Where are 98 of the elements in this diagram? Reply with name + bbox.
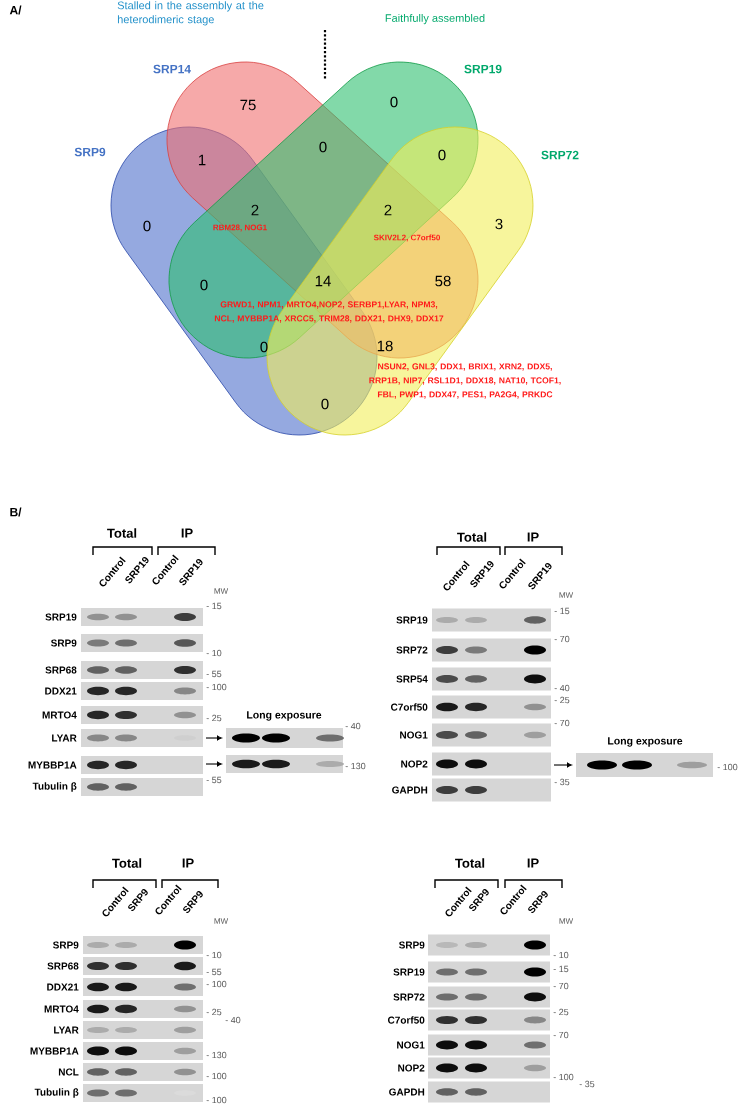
size-marker: - 15	[206, 602, 222, 610]
size-marker: - 10	[206, 649, 222, 657]
group-header: Total	[112, 858, 142, 868]
size-marker: - 55	[206, 968, 222, 976]
size-marker: - 40	[225, 1016, 241, 1024]
size-marker: - 100	[717, 763, 738, 771]
protein-label: SRP9	[52, 941, 79, 949]
protein-label: Tubulin β	[32, 782, 77, 792]
protein-label: C7orf50	[390, 703, 428, 711]
size-marker: - 25	[206, 714, 222, 722]
gene-list: SKIV2L2, C7orf50	[373, 234, 440, 242]
group-label: Stalled in the assembly at the heterodimeric stage	[117, 1, 264, 26]
gene-list: RBM28, NOG1	[213, 224, 267, 232]
protein-label: SRP54	[396, 675, 428, 683]
size-marker: - 10	[206, 951, 222, 959]
group-header: IP	[182, 858, 194, 868]
protein-label: SRP9	[398, 941, 425, 949]
count-label: 18	[377, 340, 393, 352]
size-marker: - 130	[206, 1051, 227, 1059]
group-label: Faithfully assembled	[385, 13, 485, 25]
size-marker: - 35	[579, 1080, 595, 1088]
size-marker: - 100	[206, 980, 227, 988]
size-marker: - 40	[554, 684, 570, 692]
size-marker: - 55	[206, 776, 222, 784]
size-marker: - 25	[553, 1008, 569, 1016]
count-label: 2	[384, 204, 392, 216]
size-marker: - 70	[553, 982, 569, 990]
protein-label: SRP72	[396, 646, 428, 654]
count-label: 0	[321, 398, 329, 410]
protein-label: SRP19	[393, 968, 425, 976]
size-marker: - 100	[553, 1073, 574, 1081]
mw-label: MW	[214, 588, 229, 594]
group-header: IP	[527, 858, 539, 868]
count-label: 1	[198, 154, 206, 166]
protein-label: MRTO4	[42, 711, 77, 719]
protein-label: SRP68	[47, 962, 79, 970]
protein-label: GAPDH	[389, 1088, 425, 1096]
size-marker: - 100	[206, 1072, 227, 1080]
group-header: IP	[181, 528, 193, 538]
size-marker: - 35	[554, 778, 570, 786]
protein-label: MYBBP1A	[30, 1047, 79, 1055]
size-marker: - 10	[553, 951, 569, 959]
exposure-label: Long exposure	[608, 737, 683, 747]
group-header: Total	[107, 528, 137, 538]
protein-label: Tubulin β	[34, 1088, 79, 1098]
count-label: 0	[200, 279, 208, 291]
size-marker: - 40	[345, 722, 361, 730]
size-marker: - 15	[553, 965, 569, 973]
protein-label: SRP68	[45, 666, 77, 674]
protein-label: C7orf50	[387, 1016, 425, 1024]
count-label: 58	[435, 275, 451, 287]
size-marker: - 55	[206, 670, 222, 678]
exposure-label: Long exposure	[247, 711, 322, 721]
protein-label: MYBBP1A	[28, 761, 77, 769]
count-label: 3	[495, 218, 503, 230]
panel-label: A/	[9, 5, 22, 15]
protein-label: NCL	[58, 1068, 79, 1076]
count-label: 0	[260, 341, 268, 353]
panel-label: B/	[10, 507, 22, 517]
protein-label: SRP19	[45, 613, 77, 621]
protein-label: NOG1	[397, 1041, 425, 1049]
size-marker: - 15	[554, 607, 570, 615]
size-marker: - 25	[206, 1008, 222, 1016]
group-header: Total	[457, 532, 487, 542]
node-label: SRP72	[541, 150, 579, 160]
mw-label: MW	[559, 918, 574, 924]
count-label: 0	[390, 96, 398, 108]
mw-label: MW	[214, 918, 229, 924]
node-label: SRP9	[74, 147, 106, 157]
count-label: 0	[438, 149, 446, 161]
group-header: IP	[527, 532, 539, 542]
protein-label: LYAR	[52, 734, 77, 742]
size-marker: - 25	[554, 696, 570, 704]
count-label: 75	[240, 99, 256, 111]
protein-label: SRP19	[396, 616, 428, 624]
gene-list: NSUN2, GNL3, DDX1, BRIX1, XRN2, DDX5, RRP1B, NIP7, RSL1D1, DDX18, NAT10, TCOF1, FBL, PWP1, DDX47, PES1, PA2G4, PRKDC	[369, 363, 561, 399]
protein-label: LYAR	[54, 1026, 79, 1034]
size-marker: - 70	[553, 1031, 569, 1039]
count-label: 2	[251, 204, 259, 216]
protein-label: NOP2	[401, 760, 428, 768]
protein-label: MRTO4	[44, 1005, 79, 1013]
protein-label: DDX21	[47, 983, 79, 991]
size-marker: - 70	[554, 719, 570, 727]
protein-label: GAPDH	[392, 786, 428, 794]
protein-label: NOG1	[400, 731, 428, 739]
size-marker: - 130	[345, 762, 366, 770]
count-label: 0	[143, 220, 151, 232]
count-label: 14	[315, 275, 331, 287]
protein-label: DDX21	[45, 687, 77, 695]
size-marker: - 100	[206, 1096, 227, 1104]
size-marker: - 100	[206, 683, 227, 691]
size-marker: - 70	[554, 635, 570, 643]
protein-label: SRP9	[50, 639, 77, 647]
group-header: Total	[455, 858, 485, 868]
count-label: 0	[319, 141, 327, 153]
protein-label: SRP72	[393, 993, 425, 1001]
mw-label: MW	[559, 592, 574, 598]
protein-label: NOP2	[398, 1064, 425, 1072]
